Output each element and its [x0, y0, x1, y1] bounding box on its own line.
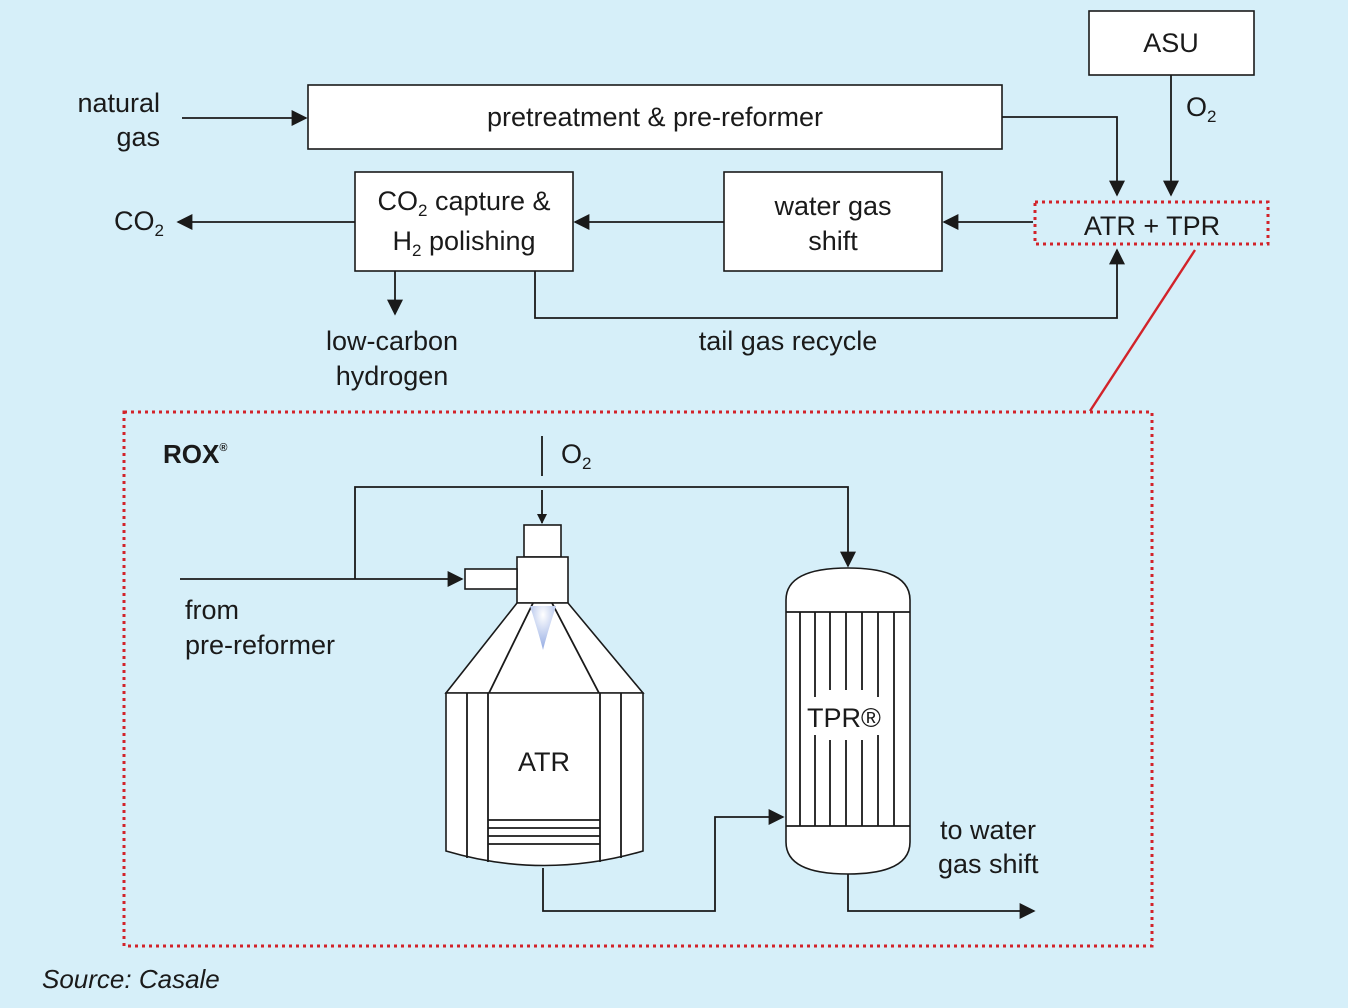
water-gas-shift-box[interactable] — [723, 171, 943, 272]
atr-tpr-box[interactable] — [1033, 200, 1270, 246]
natural-gas-label-line1: natural — [77, 88, 160, 118]
low-carbon-label-line1: low-carbon — [326, 326, 458, 356]
atr-burner-top — [523, 524, 562, 558]
pretreatment-to-atr-arrow — [1002, 116, 1125, 197]
tail-gas-recycle-arrow — [534, 248, 1125, 319]
low-carbon-label-line2: hydrogen — [336, 361, 449, 391]
atr-label: ATR — [518, 747, 570, 777]
asu-label: ASU — [1143, 28, 1199, 58]
atr-tpr-label: ATR + TPR — [1084, 211, 1220, 241]
rox-detail-box — [122, 410, 1154, 948]
co2-capture-box[interactable] — [354, 171, 574, 272]
from-pre-reformer-line1: from — [185, 595, 239, 625]
to-wgs-label-line1: to water — [940, 815, 1036, 845]
tpr-label: TPR® — [807, 703, 881, 733]
tail-gas-label: tail gas recycle — [699, 326, 878, 356]
atr-to-tpr-arrow — [542, 809, 785, 912]
atr-burner-body — [516, 556, 569, 604]
asu-o2-label: O2 — [1186, 92, 1216, 126]
atr-flame — [530, 606, 556, 650]
co2-capture-label-line2: H2 polishing — [392, 226, 535, 260]
atr-vessel[interactable]: ATR — [444, 524, 645, 867]
bypass-to-tpr-arrow — [354, 486, 856, 579]
rox-title: ROX® — [163, 439, 227, 469]
water-gas-shift-label-line2: shift — [808, 226, 858, 256]
asu-box[interactable] — [1088, 10, 1255, 76]
tpr-vessel[interactable]: TPR® — [785, 567, 911, 875]
water-gas-shift-label-line1: water gas — [773, 191, 891, 221]
natural-gas-label-line2: gas — [116, 122, 160, 152]
from-pre-reformer-line2: pre-reformer — [185, 630, 335, 660]
co2-capture-label-line1: CO2 capture & — [377, 186, 550, 220]
rox-o2-label: O2 — [561, 439, 591, 473]
co2-output-label: CO2 — [114, 206, 164, 240]
detail-connector-line — [1088, 249, 1197, 412]
atr-feed-nozzle — [464, 568, 518, 590]
source-caption: Source: Casale — [42, 964, 220, 994]
tpr-label-bg — [808, 697, 880, 735]
pretreatment-label: pretreatment & pre-reformer — [487, 102, 823, 132]
tpr-outlet-arrow — [847, 874, 1036, 919]
to-wgs-label-line2: gas shift — [938, 849, 1039, 879]
atr-body — [445, 692, 644, 867]
